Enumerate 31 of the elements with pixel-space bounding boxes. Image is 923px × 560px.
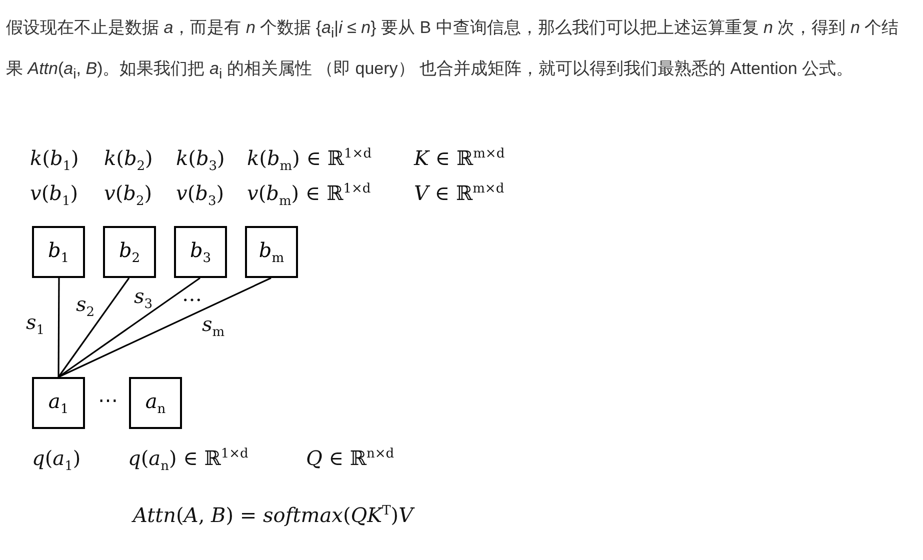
math-expression: v(b$_{3}$)	[176, 181, 224, 210]
variable-box: a$_{n}$	[129, 377, 182, 429]
math-expression: k(b$_{1}$)	[30, 146, 79, 175]
edge-label: s$_{m}$	[202, 312, 225, 341]
math-expression: K ∈ ℝ$^{m×d}$	[414, 146, 505, 170]
variable-box: b$_{2}$	[103, 226, 156, 278]
math-expression: q(a$_{n}$) ∈ ℝ$^{1×d}$	[128, 446, 248, 475]
variable-box: b$_{m}$	[245, 226, 298, 278]
ellipsis: …	[182, 282, 202, 306]
math-expression: V ∈ ℝ$^{m×d}$	[414, 181, 504, 205]
connector-line	[58, 278, 130, 378]
math-expression: k(b$_{2}$)	[104, 146, 153, 175]
connector-line	[58, 277, 272, 378]
math-expression: k(b$_{m}$) ∈ ℝ$^{1×d}$	[247, 146, 372, 175]
variable-box: b$_{3}$	[174, 226, 227, 278]
formula: Attn(A, B) = softmax(QK$^{T}$)V	[133, 503, 414, 527]
connector-line	[58, 277, 200, 378]
edge-label: s$_{1}$	[26, 310, 45, 339]
variable-box: a$_{1}$	[32, 377, 85, 429]
math-expression: v(b$_{2}$)	[104, 181, 152, 210]
math-expression: Q ∈ ℝ$^{n×d}$	[306, 446, 394, 470]
math-expression: v(b$_{1}$)	[30, 181, 78, 210]
math-expression: q(a$_{1}$)	[32, 446, 81, 475]
ellipsis: ⋯	[98, 388, 118, 412]
edge-label: s$_{2}$	[76, 292, 95, 321]
paragraph: 假设现在不止是数据 a，而是有 n 个数据 {a$_{i}$|i ≤ n} 要从 B 中查询信息，那么我们可以把上述运算重复 n 次，得到 n 个结果 Attn(a$_{i}$, B)。如果我们把 a$_{i}$ 的相关属性 （即 query） 也合并成矩阵，就可以得到我们最熟悉的 Attention 公式。	[6, 17, 900, 85]
edge-label: s$_{3}$	[134, 284, 153, 313]
math-expression: k(b$_{3}$)	[176, 146, 225, 175]
variable-box: b$_{1}$	[32, 226, 85, 278]
connector-line	[58, 278, 60, 377]
math-expression: v(b$_{m}$) ∈ ℝ$^{1×d}$	[247, 181, 371, 210]
